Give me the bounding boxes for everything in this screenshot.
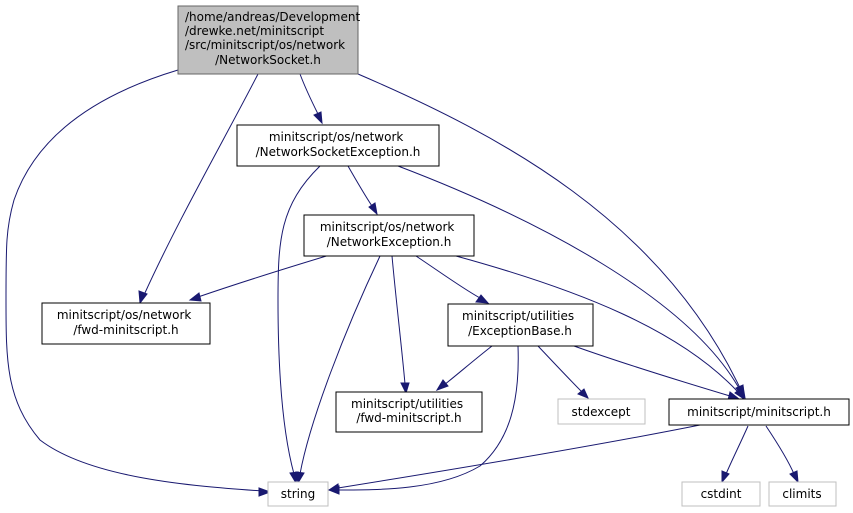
node-exceptionbase-h[interactable]: minitscript/utilities /ExceptionBase.h xyxy=(447,303,594,347)
nodes: /home/andreas/Development /drewke.net/mi… xyxy=(41,5,850,507)
node-label-line: /fwd-minitscript.h xyxy=(73,323,178,337)
edge-networkexception-to-os-fwd-minitscript xyxy=(188,253,334,302)
node-label-line: minitscript/utilities xyxy=(462,309,574,323)
node-climits[interactable]: climits xyxy=(768,481,837,507)
edge-networksocketexception-to-minitscript-h xyxy=(397,165,746,400)
node-utilities-fwd-minitscript-h[interactable]: minitscript/utilities /fwd-minitscript.h xyxy=(335,391,483,433)
node-label-line: /drewke.net/minitscript xyxy=(185,24,324,38)
edge-networkexception-to-minitscript-h xyxy=(455,255,745,401)
node-label-line: string xyxy=(281,487,315,501)
node-label-line: minitscript/os/network xyxy=(320,220,455,234)
node-label-line: /NetworkSocket.h xyxy=(215,53,321,67)
edge-minitscript-h-to-string xyxy=(327,424,701,493)
edge-exceptionbase-to-stdexcept xyxy=(537,345,589,399)
edge-networkexception-to-string xyxy=(295,255,381,485)
node-cstdint[interactable]: cstdint xyxy=(681,481,761,507)
node-stdexcept[interactable]: stdexcept xyxy=(557,398,646,425)
svg-text:minitscript/utilities: minitscript/utilities /fwd-minitscript.h xyxy=(351,397,467,425)
node-label-line: minitscript/minitscript.h xyxy=(687,405,831,419)
node-label-line: /ExceptionBase.h xyxy=(468,324,572,338)
svg-text:minitscript/os/network: minitscript/os/network /NetworkSocketExc… xyxy=(256,130,421,159)
node-label-line: cstdint xyxy=(701,487,742,501)
edge-networksocketexception-to-string xyxy=(277,165,321,485)
edge-networksocket-to-networksocketexception xyxy=(299,73,323,125)
svg-text:stdexcept: stdexcept xyxy=(572,405,631,419)
node-label-line: minitscript/os/network xyxy=(269,130,404,144)
svg-text:cstdint: cstdint xyxy=(701,487,742,501)
edges xyxy=(5,69,799,497)
node-label-line: climits xyxy=(782,487,821,501)
node-label-line: /src/minitscript/os/network xyxy=(185,38,345,52)
svg-text:/home/andreas/Development: /home/andreas/Development /drewke.net/mi… xyxy=(185,10,364,67)
edge-minitscript-h-to-climits xyxy=(765,425,799,484)
svg-text:minitscript/os/network: minitscript/os/network /fwd-minitscript.… xyxy=(57,308,195,337)
node-networksocket-h[interactable]: /home/andreas/Development /drewke.net/mi… xyxy=(177,5,364,75)
edge-networksocket-to-os-fwd-minitscript xyxy=(138,73,259,305)
node-label-line: /NetworkException.h xyxy=(327,235,452,249)
node-label-line: stdexcept xyxy=(572,405,631,419)
edge-networkexception-to-exceptionbase xyxy=(415,255,490,304)
node-label-line: /fwd-minitscript.h xyxy=(356,411,461,425)
svg-text:string: string xyxy=(281,487,315,501)
node-os-network-fwd-minitscript-h[interactable]: minitscript/os/network /fwd-minitscript.… xyxy=(41,302,211,345)
node-label-line: minitscript/utilities xyxy=(351,397,463,411)
svg-text:minitscript/os/network: minitscript/os/network /NetworkException… xyxy=(320,220,458,249)
svg-text:minitscript/minitscript.h: minitscript/minitscript.h xyxy=(687,405,831,419)
node-label-line: /home/andreas/Development xyxy=(185,10,360,24)
node-label-line: minitscript/os/network xyxy=(57,308,192,322)
edge-networksocket-to-string xyxy=(5,69,272,497)
edge-exceptionbase-to-utilities-fwd-minitscript xyxy=(435,345,493,391)
node-networkexception-h[interactable]: minitscript/os/network /NetworkException… xyxy=(303,214,475,257)
edge-networksocketexception-to-networkexception xyxy=(347,165,378,216)
node-string[interactable]: string xyxy=(267,481,329,507)
svg-text:climits: climits xyxy=(782,487,821,501)
edge-minitscript-h-to-cstdint xyxy=(721,425,749,484)
node-label-line: /NetworkSocketException.h xyxy=(256,145,421,159)
node-networksocketexception-h[interactable]: minitscript/os/network /NetworkSocketExc… xyxy=(236,124,440,167)
node-minitscript-h[interactable]: minitscript/minitscript.h xyxy=(668,398,850,426)
svg-text:minitscript/utilities: minitscript/utilities /ExceptionBase.h xyxy=(462,309,578,338)
edge-networkexception-to-utilities-fwd-minitscript xyxy=(391,255,410,395)
